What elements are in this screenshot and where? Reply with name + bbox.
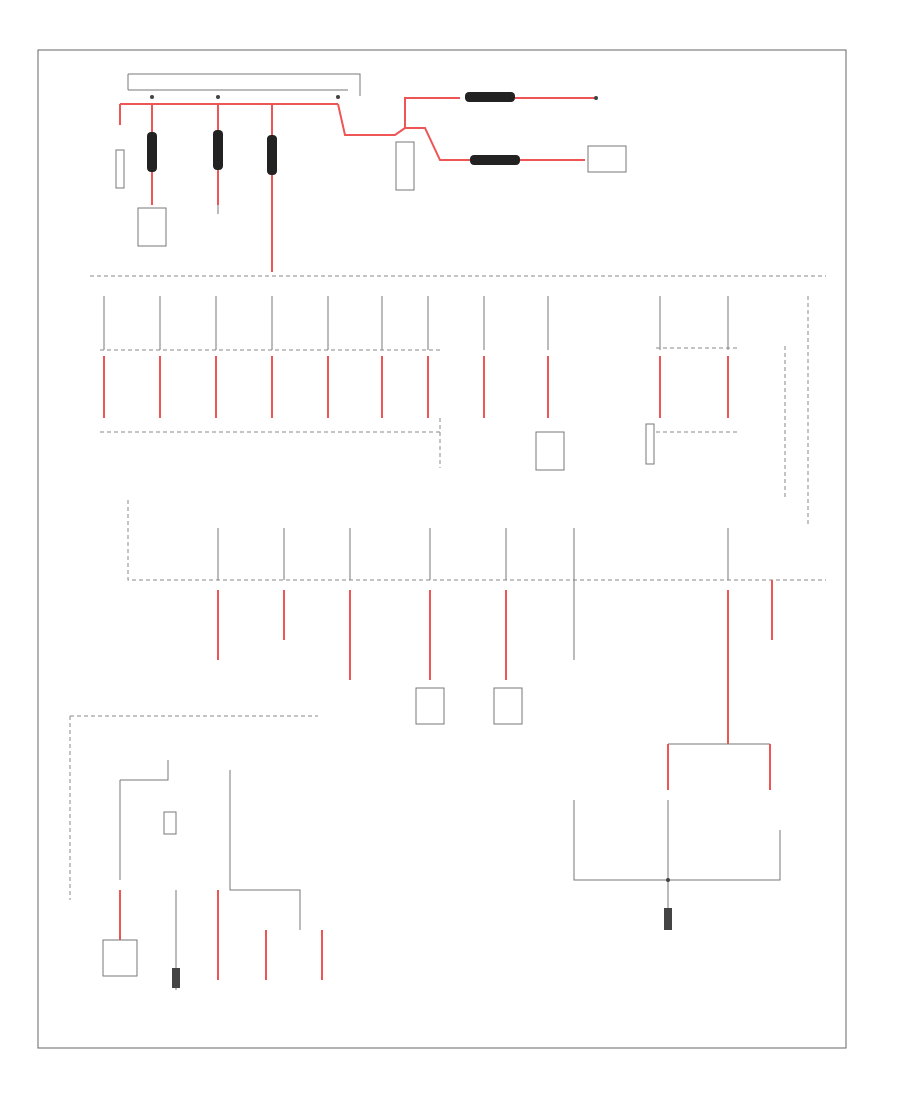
top-fuse-3 [267,104,277,272]
load-component-1 [137,207,167,247]
module-component [587,145,627,173]
battery-feed-wire [337,103,406,136]
row1-load-component [535,431,565,471]
row2-load-component [415,687,445,725]
generator-fusible-link [465,92,515,102]
top-fuse-1 [147,104,157,205]
battery-component [395,141,415,191]
left-switch-component [115,149,125,189]
fuse-block-bus-2 [127,500,826,581]
splice-dot [150,95,154,99]
row2-fuses [217,528,773,744]
bottom-left-component [102,939,138,977]
bottom-left-switch [163,811,177,835]
fuse-body [213,130,223,170]
bottom-right-ground-loop [573,800,781,881]
generator-terminal [594,96,598,100]
ground-splice [666,878,670,882]
row2-load-component [493,687,523,725]
bottom-left-ground-connector [172,968,180,988]
module-branch-wire [405,127,470,161]
top-fuse-2 [213,104,223,205]
fuse-body [267,135,277,175]
module-fusible-link [470,155,520,165]
junction-bracket [127,73,361,96]
generator-branch-wire [404,97,460,128]
splice-dot [216,95,220,99]
splice-dot [336,95,340,99]
bottom-left-feed-wire [120,760,169,781]
diagram-border [37,49,847,1049]
bottom-center-wiring [229,770,301,930]
fuse-body [147,132,157,172]
row1-right-switch [645,423,655,465]
row1-fuses [103,296,729,418]
ground-connector [664,908,672,930]
